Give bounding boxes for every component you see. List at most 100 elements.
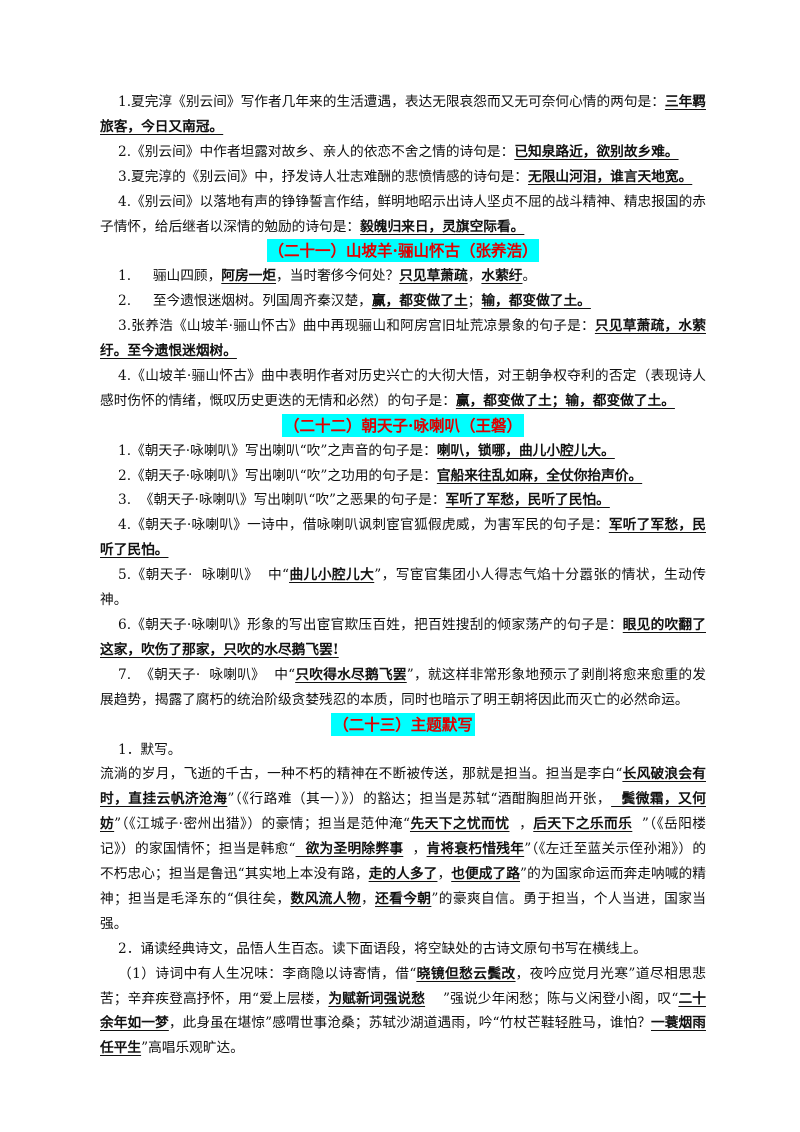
answer-text: 只见草萧疏 xyxy=(399,268,468,285)
answer-text: 为赋新词强说愁 xyxy=(328,990,426,1007)
question-item: 2. 至今遗恨迷烟树。列国周齐秦汉楚，赢，都变做了土；输，都变做了土。 xyxy=(100,289,706,314)
prompt-text: ， xyxy=(360,890,376,907)
question-item: 3.张养浩《山坡羊·骊山怀古》曲中再现骊山和阿房宫旧址荒凉景象的句子是：只见草萧… xyxy=(100,314,706,364)
prompt-text: ”，写宦官集团小人得志气焰十分嚣张的情状，生动传神。 xyxy=(100,567,706,609)
answer-text: 军听了军愁，民听了民怕。 xyxy=(100,517,706,559)
question-item: 2.《别云间》中作者坦露对故乡、亲人的依恋不舍之情的诗句是：已知泉路近，欲别故乡… xyxy=(100,140,706,165)
answer-text: 还看今朝 xyxy=(375,890,432,907)
prompt-text: ”的豪爽自信。勇于担当，个人当进，国家当强。 xyxy=(100,890,706,932)
question-item: 2.《朝天子·咏喇叭》写出喇叭“吹”之功用的句子是：官船来往乱如麻，全仗你抬声价… xyxy=(100,464,706,489)
answer-text: 先天下之忧而忧 xyxy=(409,816,510,833)
prompt-text: ”高唱乐观旷达。 xyxy=(141,1040,244,1057)
answer-text: 欲为圣明除弊事 xyxy=(295,841,404,858)
section-3: （二十二）朝天子·咏喇叭（王磐）1.《朝天子·咏喇叭》写出喇叭“吹”之声音的句子… xyxy=(100,413,706,713)
answer-text: 三年羁旅客，今日又南冠。 xyxy=(100,94,706,135)
section-1: 1.夏完淳《别云间》写作者几年来的生活遭遇，表达无限哀怨而又无可奈何心情的两句是… xyxy=(100,90,706,239)
question-item: 2．诵读经典诗文，品悟人生百态。读下面语段，将空缺处的古诗文原句书写在横线上。 xyxy=(100,937,706,962)
prompt-text: 2.《朝天子·咏喇叭》写出喇叭“吹”之功用的句子是： xyxy=(118,467,437,484)
question-item: 3.夏完淳的《别云间》中，抒发诗人壮志难酬的悲愤情感的诗句是：无限山河泪，谁言天… xyxy=(100,165,706,190)
question-item: 6.《朝天子·咏喇叭》形象的写出宦官欺压百姓，把百姓搜刮的倾家荡产的句子是：眼见… xyxy=(100,613,706,663)
prompt-text: ， xyxy=(509,816,534,833)
answer-text: 一蓑烟雨任平生 xyxy=(100,1015,706,1057)
prompt-text: ”（《岳阳楼记》）的家国情怀；担当是韩愈“ xyxy=(100,816,706,858)
section-heading: （二十三）主题默写 xyxy=(100,712,706,738)
prompt-text: ”，就这样非常形象地预示了剥削将愈来愈重的发展趋势，揭露了腐朽的统治阶级贪婪残忍… xyxy=(100,666,706,708)
answer-text: 只吹得水尽鹅飞罢 xyxy=(295,666,407,683)
section-heading-text: （二十一）山坡羊·骊山怀古（张养浩） xyxy=(266,239,540,263)
answer-text: 肯将衰朽惜残年 xyxy=(426,841,525,858)
prompt-text: ”（《左迁至蓝关示侄孙湘》）的不朽忠心；担当是鲁迅“其实地上本没有路， xyxy=(100,841,707,883)
prompt-text: 2. 至今遗恨迷烟树。列国周齐秦汉楚， xyxy=(118,293,372,310)
answer-text: 军听了军愁，民听了民怕。 xyxy=(445,492,610,509)
answer-text: 二十余年如一梦 xyxy=(100,990,706,1032)
question-item: 4.《山坡羊·骊山怀古》曲中表明作者对历史兴亡的大彻大悟，对王朝争权夺利的否定（… xyxy=(100,364,706,414)
prompt-text: ”（《行路难（其一）》）的豁达；担当是苏轼“酒酣胸胆尚开张， xyxy=(227,791,612,808)
section-heading-text: （二十二）朝天子·咏喇叭（王磐） xyxy=(282,413,524,437)
prompt-text: 3. 《朝天子·咏喇叭》写出喇叭“吹”之恶果的句子是： xyxy=(118,492,446,509)
answer-text: 已知泉路近，欲别故乡难。 xyxy=(514,143,679,160)
prompt-text: 2．诵读经典诗文，品悟人生百态。读下面语段，将空缺处的古诗文原句书写在横线上。 xyxy=(118,940,647,957)
prompt-text: ， xyxy=(467,268,482,285)
answer-text: 赢，都变做了土；输，都变做了土。 xyxy=(455,392,675,409)
answer-text: 长风破浪会有时，直挂云帆济沧海 xyxy=(100,766,706,808)
prompt-text: 1.《朝天子·咏喇叭》写出喇叭“吹”之声音的句子是： xyxy=(118,442,437,459)
prompt-text: 2.《别云间》中作者坦露对故乡、亲人的依恋不舍之情的诗句是： xyxy=(118,143,515,160)
question-item: 5.《朝天子· 咏喇叭》 中“曲儿小腔儿大”，写宦官集团小人得志气焰十分嚣张的情… xyxy=(100,563,706,613)
answer-text: 数风流人物 xyxy=(290,890,361,907)
question-item: 3. 《朝天子·咏喇叭》写出喇叭“吹”之恶果的句子是：军听了军愁，民听了民怕。 xyxy=(100,488,706,513)
answer-text: 眼见的吹翻了这家，吹伤了那家，只吹的水尽鹅飞罢! xyxy=(100,617,706,658)
prompt-text: 3.张养浩《山坡羊·骊山怀古》曲中再现骊山和阿房宫旧址荒凉景象的句子是： xyxy=(118,318,595,335)
answer-text: 曲儿小腔儿大 xyxy=(289,567,375,584)
question-item: 1. 骊山四顾，阿房一炬，当时奢侈今何处？只见草萧疏，水萦纡。 xyxy=(100,264,706,289)
prompt-text: ”强说少年闲愁；陈与义闲登小阁，叹“ xyxy=(425,990,679,1007)
answer-text: 输，都变做了土。 xyxy=(481,293,591,310)
section-4: （二十三）主题默写 1．默写。流淌的岁月，飞逝的千古，一种不朽的精神在不断被传送，… xyxy=(100,712,706,1062)
section-2: （二十一）山坡羊·骊山怀古（张养浩）1. 骊山四顾，阿房一炬，当时奢侈今何处？只… xyxy=(100,239,706,413)
question-item: 1．默写。 xyxy=(100,738,706,763)
section-heading: （二十一）山坡羊·骊山怀古（张养浩） xyxy=(100,239,706,264)
prompt-text: ，夜吟应觉月光寒”道尽相思悲苦；辛弃疾登高抒怀，用“爱上层楼， xyxy=(100,965,706,1007)
prompt-text: ”的为国家命运而奔走呐喊的精神；担当是毛泽东的“俱往矣， xyxy=(100,866,706,907)
prompt-text: 1.夏完淳《别云间》写作者几年来的生活遭遇，表达无限哀怨而又无可奈何心情的两句是… xyxy=(118,94,665,110)
prompt-text: 流淌的岁月，飞逝的千古，一种不朽的精神在不断被传送，那就是担当。担当是李白“ xyxy=(100,766,623,783)
prompt-text: 。 xyxy=(522,268,537,285)
prompt-text: 4.《朝天子·咏喇叭》一诗中，借咏喇叭讽刺宦官狐假虎威，为害军民的句子是： xyxy=(118,517,609,534)
prompt-text: 3.夏完淳的《别云间》中，抒发诗人壮志难酬的悲愤情感的诗句是： xyxy=(118,168,528,185)
section-heading-text: （二十三）主题默写 xyxy=(331,712,475,736)
answer-text: 也便成了路 xyxy=(451,866,521,883)
prompt-text: ， xyxy=(403,841,427,858)
prompt-text: （1）诗词中有人生况味：李商隐以诗寄情，借“ xyxy=(118,965,417,982)
section-heading: （二十二）朝天子·咏喇叭（王磐） xyxy=(100,413,706,439)
answer-text: 晓镜但愁云鬓改 xyxy=(416,965,516,982)
prompt-text: ”（《江城子·密州出猎》）的豪情；担当是范仲淹“ xyxy=(114,816,410,833)
prompt-text: 5.《朝天子· 咏喇叭》 中“ xyxy=(118,567,290,584)
question-item: 7. 《朝天子· 咏喇叭》 中“只吹得水尽鹅飞罢”，就这样非常形象地预示了剥削将… xyxy=(100,663,706,713)
question-item: 1.《朝天子·咏喇叭》写出喇叭“吹”之声音的句子是：喇叭，锁哪，曲儿小腔儿大。 xyxy=(100,439,706,464)
prompt-text: 6.《朝天子·咏喇叭》形象的写出宦官欺压百姓，把百姓搜刮的倾家荡产的句子是： xyxy=(118,617,623,633)
answer-text: 喇叭，锁哪，曲儿小腔儿大。 xyxy=(436,442,615,459)
answer-text: 官船来往乱如麻，全仗你抬声价。 xyxy=(436,467,643,484)
answer-text: 走的人多了 xyxy=(368,866,438,883)
reading-passage: 流淌的岁月，飞逝的千古，一种不朽的精神在不断被传送，那就是担当。担当是李白“长风… xyxy=(100,762,706,936)
answer-text: 毅魄归来日，灵旗空际看。 xyxy=(360,218,525,235)
prompt-text: ，当时奢侈今何处？ xyxy=(276,268,400,285)
document-page: 1.夏完淳《别云间》写作者几年来的生活遭遇，表达无限哀怨而又无可奈何心情的两句是… xyxy=(100,90,706,1061)
question-item: 1.夏完淳《别云间》写作者几年来的生活遭遇，表达无限哀怨而又无可奈何心情的两句是… xyxy=(100,90,706,140)
prompt-text: 4.《别云间》以落地有声的铮铮誓言作结，鲜明地昭示出诗人坚贞不屈的战斗精神、精忠… xyxy=(100,193,706,235)
answer-text: 阿房一炬 xyxy=(221,268,277,285)
answer-text: 只见草萧疏，水萦纡。至今遗恨迷烟树。 xyxy=(100,318,706,360)
answer-text: 后天下之乐而乐 xyxy=(533,816,633,833)
prompt-text: ，此身虽在堪惊”感喟世事沧桑；苏轼沙湖道遇雨，吟“竹杖芒鞋轻胜马，谁怕？ xyxy=(168,1015,651,1032)
prompt-text: 4.《山坡羊·骊山怀古》曲中表明作者对历史兴亡的大彻大悟，对王朝争权夺利的否定（… xyxy=(100,367,706,409)
prompt-text: 1. 骊山四顾， xyxy=(118,268,222,285)
question-item: 4.《朝天子·咏喇叭》一诗中，借咏喇叭讽刺宦官狐假虎威，为害军民的句子是：军听了… xyxy=(100,513,706,563)
answer-text: 水萦纡 xyxy=(481,268,523,285)
answer-text: 赢，都变做了土 xyxy=(371,293,468,310)
prompt-text: 1．默写。 xyxy=(118,741,182,758)
prompt-text: ； xyxy=(467,293,482,310)
question-item: 4.《别云间》以落地有声的铮铮誓言作结，鲜明地昭示出诗人坚贞不屈的战斗精神、精忠… xyxy=(100,190,706,240)
prompt-text: ， xyxy=(437,866,452,883)
answer-text: 无限山河泪，谁言天地宽。 xyxy=(528,168,693,185)
question-item: （1）诗词中有人生况味：李商隐以诗寄情，借“晓镜但愁云鬓改，夜吟应觉月光寒”道尽… xyxy=(100,962,706,1062)
answer-text: 鬓微霜，又何妨 xyxy=(100,791,706,833)
